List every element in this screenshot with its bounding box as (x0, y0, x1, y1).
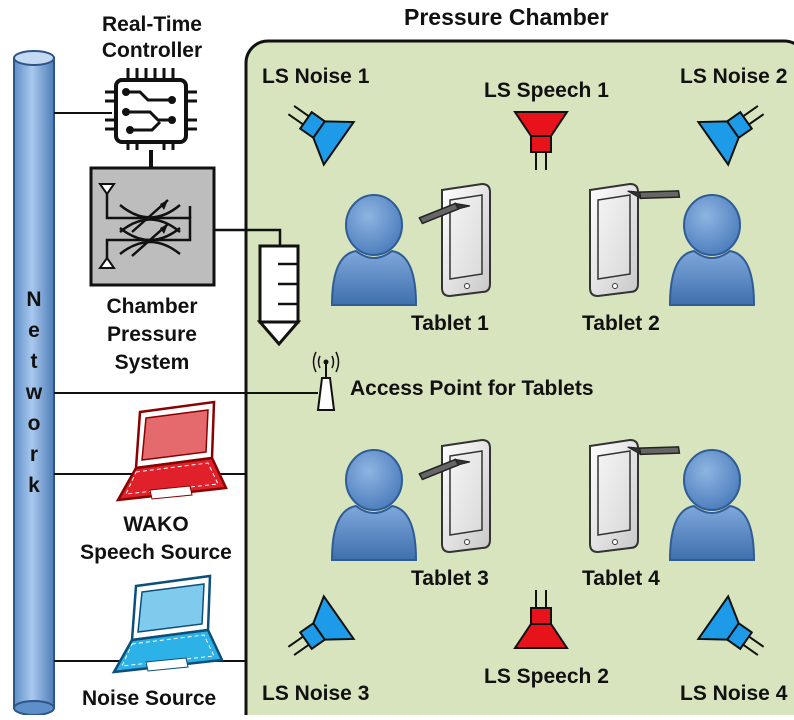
ls-speech-1-label: LS Speech 1 (484, 79, 609, 102)
ls-noise-3-label: LS Noise 3 (262, 682, 370, 705)
tablet-3-label: Tablet 3 (411, 567, 489, 590)
ls-noise-4-label: LS Noise 4 (680, 682, 788, 705)
network-label-letter: k (28, 474, 40, 497)
network-label-letter: r (29, 443, 39, 466)
controller-label-line2: Controller (101, 39, 203, 62)
network-label-letter: N (26, 288, 42, 311)
speech-source-label-line1: WAKO (123, 513, 189, 536)
pressure-system-label-line1: Chamber (106, 295, 198, 318)
nozzle-icon (256, 244, 302, 347)
network-label-letter: w (25, 381, 43, 404)
ls-noise-2-label: LS Noise 2 (680, 65, 788, 88)
chamber-title: Pressure Chamber (404, 4, 609, 30)
tablet-1-icon (441, 183, 491, 297)
ls-noise-1-label: LS Noise 1 (262, 65, 370, 88)
noise-source-label: Noise Source (82, 687, 217, 710)
network-label-letter: o (27, 412, 41, 435)
pressure-system-label-line2: Pressure (107, 323, 197, 346)
tablet-4-icon (589, 439, 639, 553)
network-label-letter: t (30, 350, 38, 373)
pressure-system-icon (89, 166, 282, 287)
tablet-1-label: Tablet 1 (411, 312, 489, 335)
tablet-4-label: Tablet 4 (582, 567, 660, 590)
controller-label-line1: Real-Time (102, 13, 202, 36)
access-point-label: Access Point for Tablets (350, 377, 594, 400)
tablet-2-label: Tablet 2 (582, 312, 660, 335)
access-point-icon (312, 351, 340, 411)
network-label-letter: e (28, 319, 40, 342)
pressure-system-label-line3: System (114, 351, 190, 374)
ls-speech-2-label: LS Speech 2 (484, 665, 609, 688)
chip-icon (105, 68, 197, 168)
tablet-2-icon (589, 183, 639, 297)
speech-source-label-line2: Speech Source (80, 541, 232, 564)
tablet-3-icon (441, 439, 491, 553)
speech-source-laptop-icon (115, 400, 228, 502)
noise-source-laptop-icon (111, 574, 224, 674)
